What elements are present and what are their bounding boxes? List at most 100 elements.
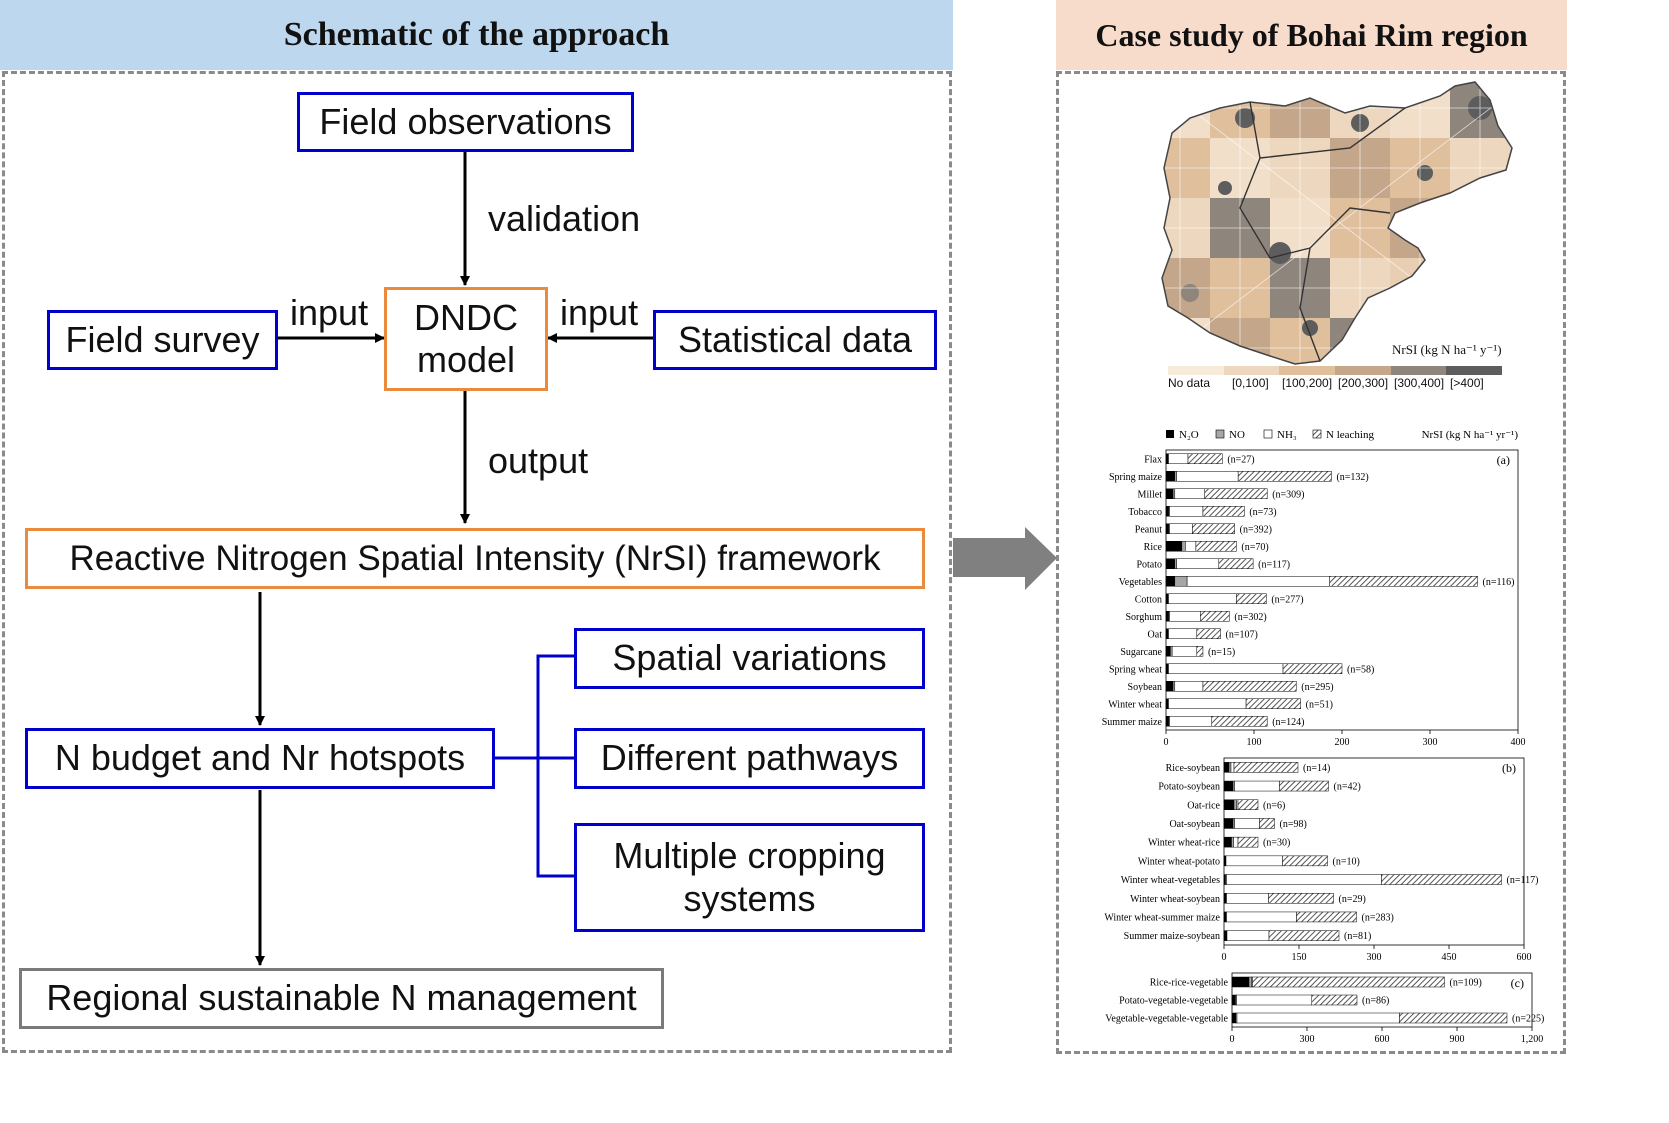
- input-left-label: input: [290, 292, 369, 333]
- category-label: Summer maize-soybean: [1124, 931, 1220, 942]
- x-tick-label: 300: [1423, 737, 1438, 748]
- bar-segment: [1181, 541, 1186, 552]
- multiple-cropping-line1: Multiple cropping: [613, 835, 886, 877]
- bar-segment: [1165, 506, 1169, 517]
- validation-label: validation: [488, 198, 641, 239]
- field-observations-box: Field observations: [297, 92, 634, 152]
- bohai-rim-map: [1161, 81, 1513, 365]
- bar-segment: [1223, 930, 1227, 941]
- bar-segment: [1165, 628, 1169, 639]
- bar-segment: [1165, 558, 1176, 569]
- legend-swatch-0: [1168, 366, 1224, 375]
- sample-size-label: (n=309): [1272, 489, 1304, 500]
- multiple-cropping-line2: systems: [683, 877, 816, 919]
- legend-label-nh3: NH₃: [1277, 429, 1297, 441]
- bar-segment: [1176, 558, 1220, 569]
- bar-segment: [1169, 611, 1201, 622]
- bar-segment: [1223, 893, 1227, 904]
- bar-segment: [1231, 976, 1250, 988]
- bar-segment: [1329, 576, 1478, 587]
- x-tick-label: 450: [1442, 952, 1457, 963]
- bar-segment: [1174, 576, 1188, 587]
- bar-segment: [1170, 646, 1173, 657]
- bar-segment: [1226, 893, 1269, 904]
- panel-label-b: (b): [1502, 761, 1516, 775]
- sample-size-label: (n=302): [1234, 612, 1266, 623]
- sample-size-label: (n=30): [1263, 838, 1290, 849]
- legend-label-no: NO: [1229, 429, 1245, 441]
- bar-segment: [1282, 855, 1328, 867]
- category-label: Peanut: [1135, 524, 1162, 535]
- bar-segment: [1172, 488, 1176, 499]
- bar-segment: [1228, 762, 1232, 773]
- different-pathways-box: Different pathways: [574, 728, 925, 789]
- sample-size-label: (n=70): [1241, 542, 1268, 553]
- legend-swatch-1: [1223, 366, 1280, 375]
- bar-segment: [1381, 874, 1502, 885]
- sample-size-label: (n=295): [1301, 682, 1333, 693]
- bar-segment: [1233, 836, 1239, 848]
- bar-segment: [1223, 762, 1230, 773]
- x-tick-label: 200: [1335, 737, 1350, 748]
- map-legend-labels: No data [0,100] [100,200] [200,300] [300…: [1168, 376, 1508, 390]
- x-tick-label: 150: [1292, 952, 1307, 963]
- category-label: Oat: [1148, 629, 1163, 640]
- sample-size-label: (n=98): [1280, 819, 1307, 830]
- bar-segment: [1252, 976, 1445, 988]
- category-label: Potato: [1136, 559, 1162, 570]
- bar-segment: [1200, 611, 1230, 622]
- sample-size-label: (n=117): [1507, 875, 1539, 886]
- legend-label-3: [200,300]: [1338, 376, 1389, 390]
- bar-segment: [1223, 818, 1234, 829]
- bar-segment: [1248, 976, 1252, 988]
- multiple-cropping-box: Multiple cropping systems: [574, 823, 925, 932]
- x-tick-label: 400: [1511, 737, 1526, 748]
- category-label: Sorghum: [1126, 612, 1163, 623]
- legend-label-4: [300,400]: [1394, 376, 1445, 390]
- right-header: Case study of Bohai Rim region: [1056, 0, 1567, 70]
- bar-segment: [1165, 611, 1169, 622]
- sample-size-label: (n=116): [1483, 577, 1515, 588]
- bar-segment: [1231, 1012, 1236, 1024]
- sample-size-label: (n=42): [1334, 782, 1361, 793]
- sample-size-label: (n=15): [1208, 647, 1235, 658]
- legend-label-0: No data: [1168, 376, 1211, 390]
- legend-swatch-leaching: [1312, 429, 1322, 439]
- bar-segment: [1230, 762, 1235, 773]
- sample-size-label: (n=107): [1226, 629, 1258, 640]
- x-tick-label: 1,200: [1521, 1034, 1544, 1045]
- bar-segment: [1223, 836, 1232, 848]
- bar-segment: [1168, 628, 1198, 639]
- sample-size-label: (n=81): [1344, 931, 1371, 942]
- bar-segment: [1165, 523, 1169, 534]
- bar-segment: [1165, 471, 1176, 482]
- category-label: Potato-vegetable-vegetable: [1119, 996, 1228, 1007]
- dndc-model-box: DNDC model: [384, 287, 548, 391]
- category-label: Summer maize: [1102, 717, 1163, 728]
- bar-segment: [1236, 1012, 1400, 1024]
- bar-segment: [1174, 471, 1177, 482]
- sample-size-label: (n=392): [1240, 524, 1272, 535]
- sample-size-label: (n=58): [1347, 664, 1374, 675]
- category-label: Vegetables: [1119, 577, 1162, 588]
- field-observations-label: Field observations: [319, 100, 612, 142]
- panel-label-a: (a): [1497, 453, 1510, 467]
- bar-segment: [1211, 716, 1268, 727]
- sample-size-label: (n=124): [1272, 717, 1304, 728]
- bar-segment: [1186, 576, 1330, 587]
- statistical-data-label: Statistical data: [677, 318, 913, 360]
- bar-segment: [1168, 663, 1284, 674]
- bar-segment: [1233, 762, 1299, 773]
- category-label: Vegetable-vegetable-vegetable: [1105, 1014, 1228, 1025]
- category-label: Rice-soybean: [1166, 763, 1220, 774]
- nrsi-bar-charts: N₂O NO NH₃ N leaching NrSI (kg N ha⁻¹ yr…: [1102, 429, 1545, 1045]
- panel-label-c: (c): [1511, 976, 1524, 990]
- category-label: Spring maize: [1109, 472, 1163, 483]
- bar-segment: [1171, 646, 1198, 657]
- bar-segment: [1165, 576, 1176, 587]
- x-tick-label: 600: [1517, 952, 1532, 963]
- bar-segment: [1399, 1012, 1508, 1024]
- category-label: Potato-soybean: [1158, 782, 1220, 793]
- bar-segment: [1174, 681, 1204, 692]
